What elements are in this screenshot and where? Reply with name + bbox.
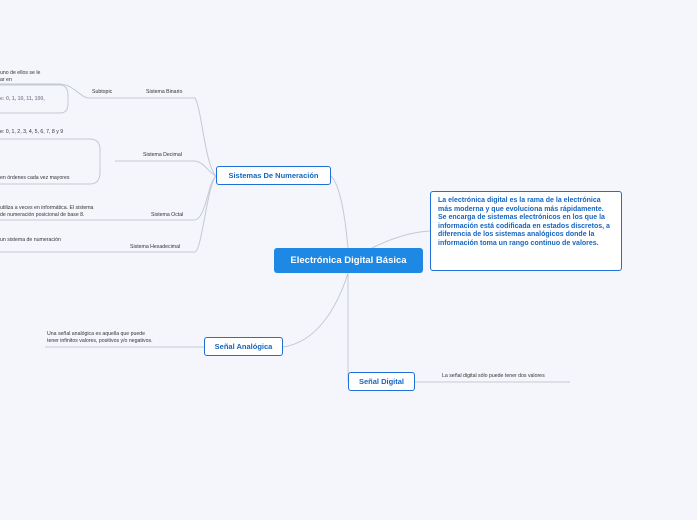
topic-senal-analogica[interactable]: Señal Analógica — [204, 337, 283, 356]
link-sistemas-hexa — [0, 175, 217, 253]
subtopic-sistema-hexadecimal[interactable]: Sistema Hexadecimal — [130, 244, 181, 250]
link-sistemas-decimal — [115, 160, 217, 177]
central-topic[interactable]: Electrónica Digital Básica — [274, 248, 423, 273]
octal-text-line2: de numeración posicional de base 8. — [0, 212, 85, 218]
subtopic-label[interactable]: Subtopic — [92, 89, 113, 95]
topic-sistemas-numeracion[interactable]: Sistemas De Numeración — [216, 166, 331, 185]
analogica-text-line1: Una señal analógica es aquella que puede — [47, 331, 146, 337]
octal-text-line1: utiliza a veces en informática. El siste… — [0, 205, 94, 211]
definition-box[interactable]: La electrónica digital es la rama de la … — [430, 191, 622, 271]
subtopic-sistema-decimal[interactable]: Sistema Decimal — [143, 152, 182, 158]
binario-text-line2: ar en — [0, 77, 12, 83]
bracket-binario — [0, 84, 69, 114]
topic-senal-digital[interactable]: Señal Digital — [348, 372, 415, 391]
link-subtopic-texts — [0, 83, 89, 99]
binario-text-line1: uno de ellos se le — [0, 70, 41, 76]
hexadecimal-text: un sistema de numeración — [0, 237, 61, 243]
subtopic-sistema-binario[interactable]: Sistema Binario — [146, 89, 183, 95]
decimal-example: e: 0, 1, 2, 3, 4, 5, 6, 7, 8 y 9 — [0, 129, 64, 135]
digital-text: La señal digital sólo puede tener dos va… — [442, 373, 545, 379]
link-central-analogica — [282, 272, 349, 348]
decimal-text: en órdenes cada vez mayores — [0, 175, 70, 181]
link-central-definition — [371, 230, 431, 249]
analogica-text-line2: tener infinitos valores, positivos y/o n… — [47, 338, 153, 344]
link-sistemas-binario — [140, 97, 217, 177]
subtopic-sistema-octal[interactable]: Sistema Octal — [151, 212, 184, 218]
binario-example: e: 0, 1, 10, 11, 100, — [0, 96, 45, 102]
link-central-sistemas — [330, 175, 349, 249]
bracket-decimal — [0, 138, 101, 185]
